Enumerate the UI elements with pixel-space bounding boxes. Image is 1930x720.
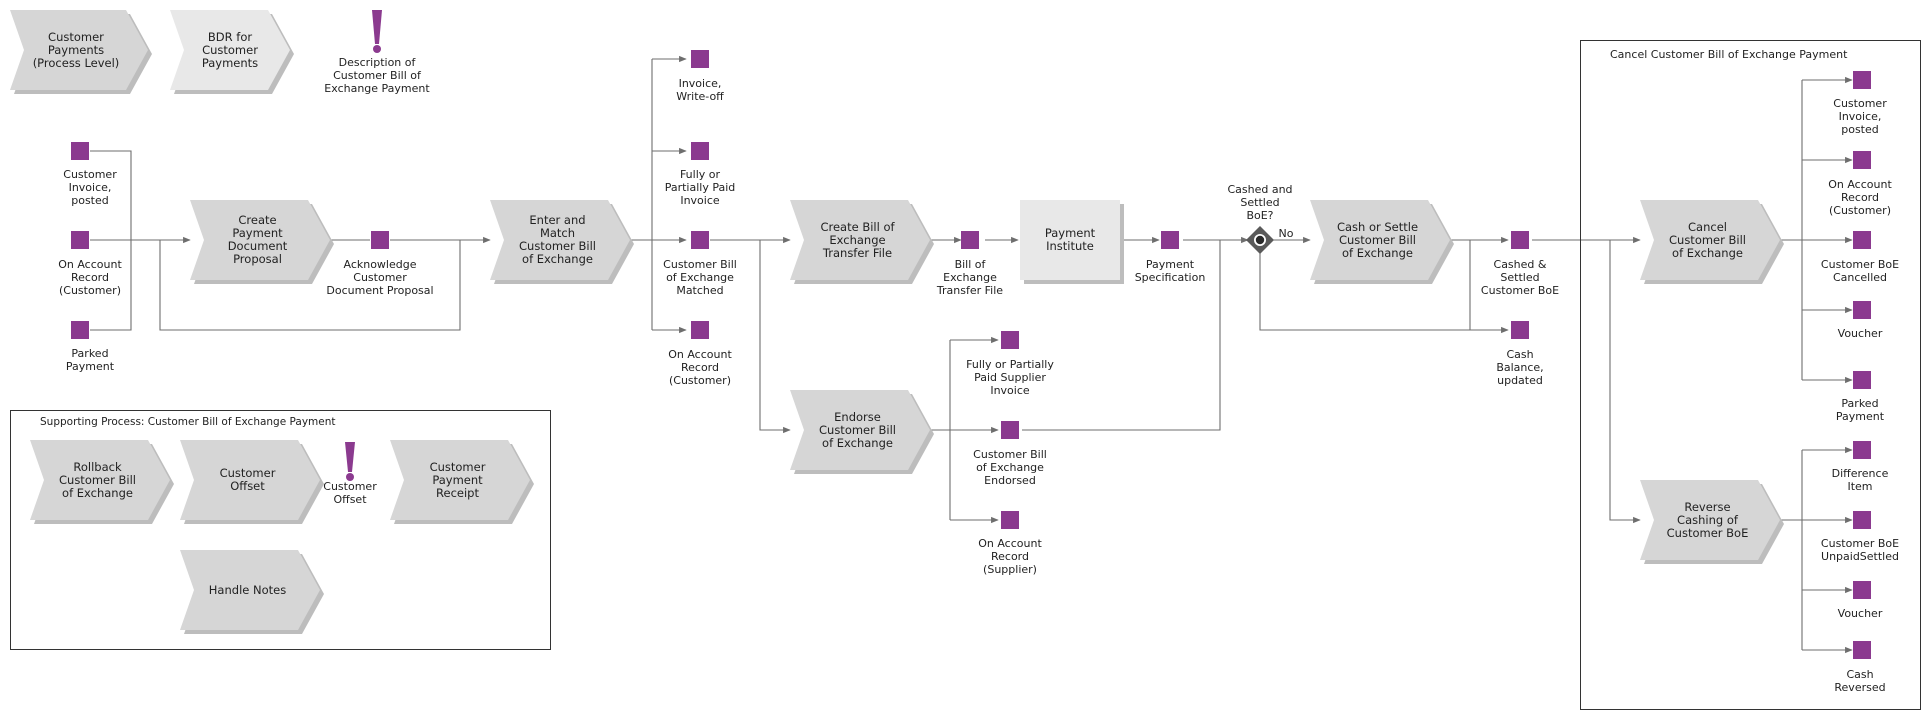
connector [1259, 252, 1470, 331]
description-label: Description of Customer Bill of Exchange… [324, 56, 430, 95]
decision-gateway-icon [1246, 226, 1274, 254]
on-account-supplier-event [1001, 511, 1019, 529]
connector [759, 240, 791, 434]
out-voucher-label: Voucher [1837, 327, 1883, 340]
out-difference-label: Difference Item [1831, 467, 1889, 493]
fully-partially-paid-label: Fully or Partially Paid Invoice [664, 168, 736, 207]
create-transfer-shape [790, 200, 930, 280]
out-invoice-label: Customer Invoice, posted [1833, 97, 1887, 136]
transfer-file-label: Bill of Exchange Transfer File [936, 258, 1004, 297]
out-on-account-event [1853, 151, 1871, 169]
out-cash-reversed-label: Cash Reversed [1834, 668, 1886, 694]
parked-label: Parked Payment [65, 347, 115, 373]
handle-notes-shape [180, 550, 320, 630]
create-proposal-label: Create Payment Document Proposal [227, 213, 288, 266]
connector [1609, 240, 1641, 524]
ack-proposal-label: Acknowledge Customer Document Proposal [326, 258, 434, 297]
bdr-label: BDR for Customer Payments [201, 29, 259, 70]
offset-shape [180, 440, 320, 520]
writeoff-event [691, 50, 709, 68]
cancel-shape [1640, 200, 1780, 280]
payment-spec-label: Payment Specification [1134, 258, 1206, 284]
process-level-shape [10, 10, 148, 90]
offset-exclamation-icon [345, 442, 355, 481]
cashed-settled-label: Cashed & Settled Customer BoE [1480, 258, 1560, 297]
on-account-customer-event [691, 321, 709, 339]
decision-question-label: Cashed and Settled BoE? [1227, 183, 1293, 222]
cancel-panel-title: Cancel Customer Bill of Exchange Payment [1610, 48, 1848, 61]
invoice-posted-label: Customer Invoice, posted [63, 168, 117, 207]
cash-balance-label: Cash Balance, updated [1496, 348, 1544, 387]
decision-no-label: No [1278, 227, 1294, 240]
payment-institute-shape [1020, 200, 1120, 280]
fully-partially-paid-event [691, 142, 709, 160]
reverse-cashing-label: Reverse Cashing of Customer BoE [1666, 499, 1749, 540]
connector [159, 240, 461, 331]
boe-endorsed-event [1001, 421, 1019, 439]
cash-balance-event [1511, 321, 1529, 339]
supplier-invoice-event [1001, 331, 1019, 349]
rollback-label: Rollback Customer Bill of Exchange [59, 459, 136, 500]
offset-desc-label: Customer Offset [323, 480, 377, 506]
connector [1022, 239, 1248, 431]
bdr-shape [170, 10, 290, 90]
out-boe-cancelled-event [1853, 231, 1871, 249]
supporting-panel-frame [10, 410, 551, 650]
create-proposal-shape [190, 200, 330, 280]
out-invoice-event [1853, 71, 1871, 89]
connector [90, 240, 132, 331]
parked-event [71, 321, 89, 339]
on-account-event [71, 231, 89, 249]
out-unpaid-event [1853, 511, 1871, 529]
out-cash-reversed-event [1853, 641, 1871, 659]
on-account-customer-label: On Account Record (Customer) [668, 348, 732, 387]
offset-label: Customer Offset [219, 466, 276, 493]
out-voucher2-label: Voucher [1837, 607, 1883, 620]
on-account-supplier-label: On Account Record (Supplier) [978, 537, 1042, 576]
cancel-label: Cancel Customer Bill of Exchange [1669, 219, 1746, 260]
connector [90, 150, 132, 240]
out-boe-cancelled-label: Customer BoE Cancelled [1820, 258, 1900, 284]
endorse-label: Endorse Customer Bill of Exchange [819, 409, 896, 450]
out-difference-event [1853, 441, 1871, 459]
receipt-shape [390, 440, 530, 520]
cash-settle-label: Cash or Settle Customer Bill of Exchange [1336, 219, 1419, 260]
process-level-label: Customer Payments (Process Level) [32, 29, 120, 70]
connector [1469, 240, 1509, 334]
out-on-account-label: On Account Record (Customer) [1828, 178, 1892, 217]
payment-institute-label: Payment Institute [1044, 226, 1096, 253]
boe-matched-label: Customer Bill of Exchange Matched [663, 258, 737, 297]
rollback-shape [30, 440, 170, 520]
create-transfer-label: Create Bill of Exchange Transfer File [820, 219, 895, 260]
boe-endorsed-label: Customer Bill of Exchange Endorsed [973, 448, 1047, 487]
handle-notes-label: Handle Notes [208, 582, 287, 597]
out-parked-label: Parked Payment [1835, 397, 1885, 423]
cancel-panel-frame [1580, 40, 1921, 710]
out-unpaid-label: Customer BoE UnpaidSettled [1820, 537, 1900, 563]
supplier-invoice-label: Fully or Partially Paid Supplier Invoice [966, 358, 1054, 397]
payment-spec-event [1161, 231, 1179, 249]
cashed-settled-event [1511, 231, 1529, 249]
on-account-label: On Account Record (Customer) [58, 258, 122, 297]
boe-matched-event [691, 231, 709, 249]
invoice-posted-event [71, 142, 89, 160]
out-voucher-event [1853, 301, 1871, 319]
ack-proposal-event [371, 231, 389, 249]
out-parked-event [1853, 371, 1871, 389]
enter-match-label: Enter and Match Customer Bill of Exchang… [519, 213, 596, 266]
transfer-file-event [961, 231, 979, 249]
out-voucher2-event [1853, 581, 1871, 599]
cash-settle-shape [1310, 200, 1450, 280]
description-exclamation-icon [372, 10, 382, 53]
receipt-label: Customer Payment Receipt [429, 459, 486, 500]
enter-match-shape [490, 200, 630, 280]
writeoff-label: Invoice, Write-off [676, 77, 724, 103]
supporting-panel-title: Supporting Process: Customer Bill of Exc… [40, 416, 336, 428]
endorse-shape [790, 390, 930, 470]
reverse-cashing-shape [1640, 480, 1780, 560]
